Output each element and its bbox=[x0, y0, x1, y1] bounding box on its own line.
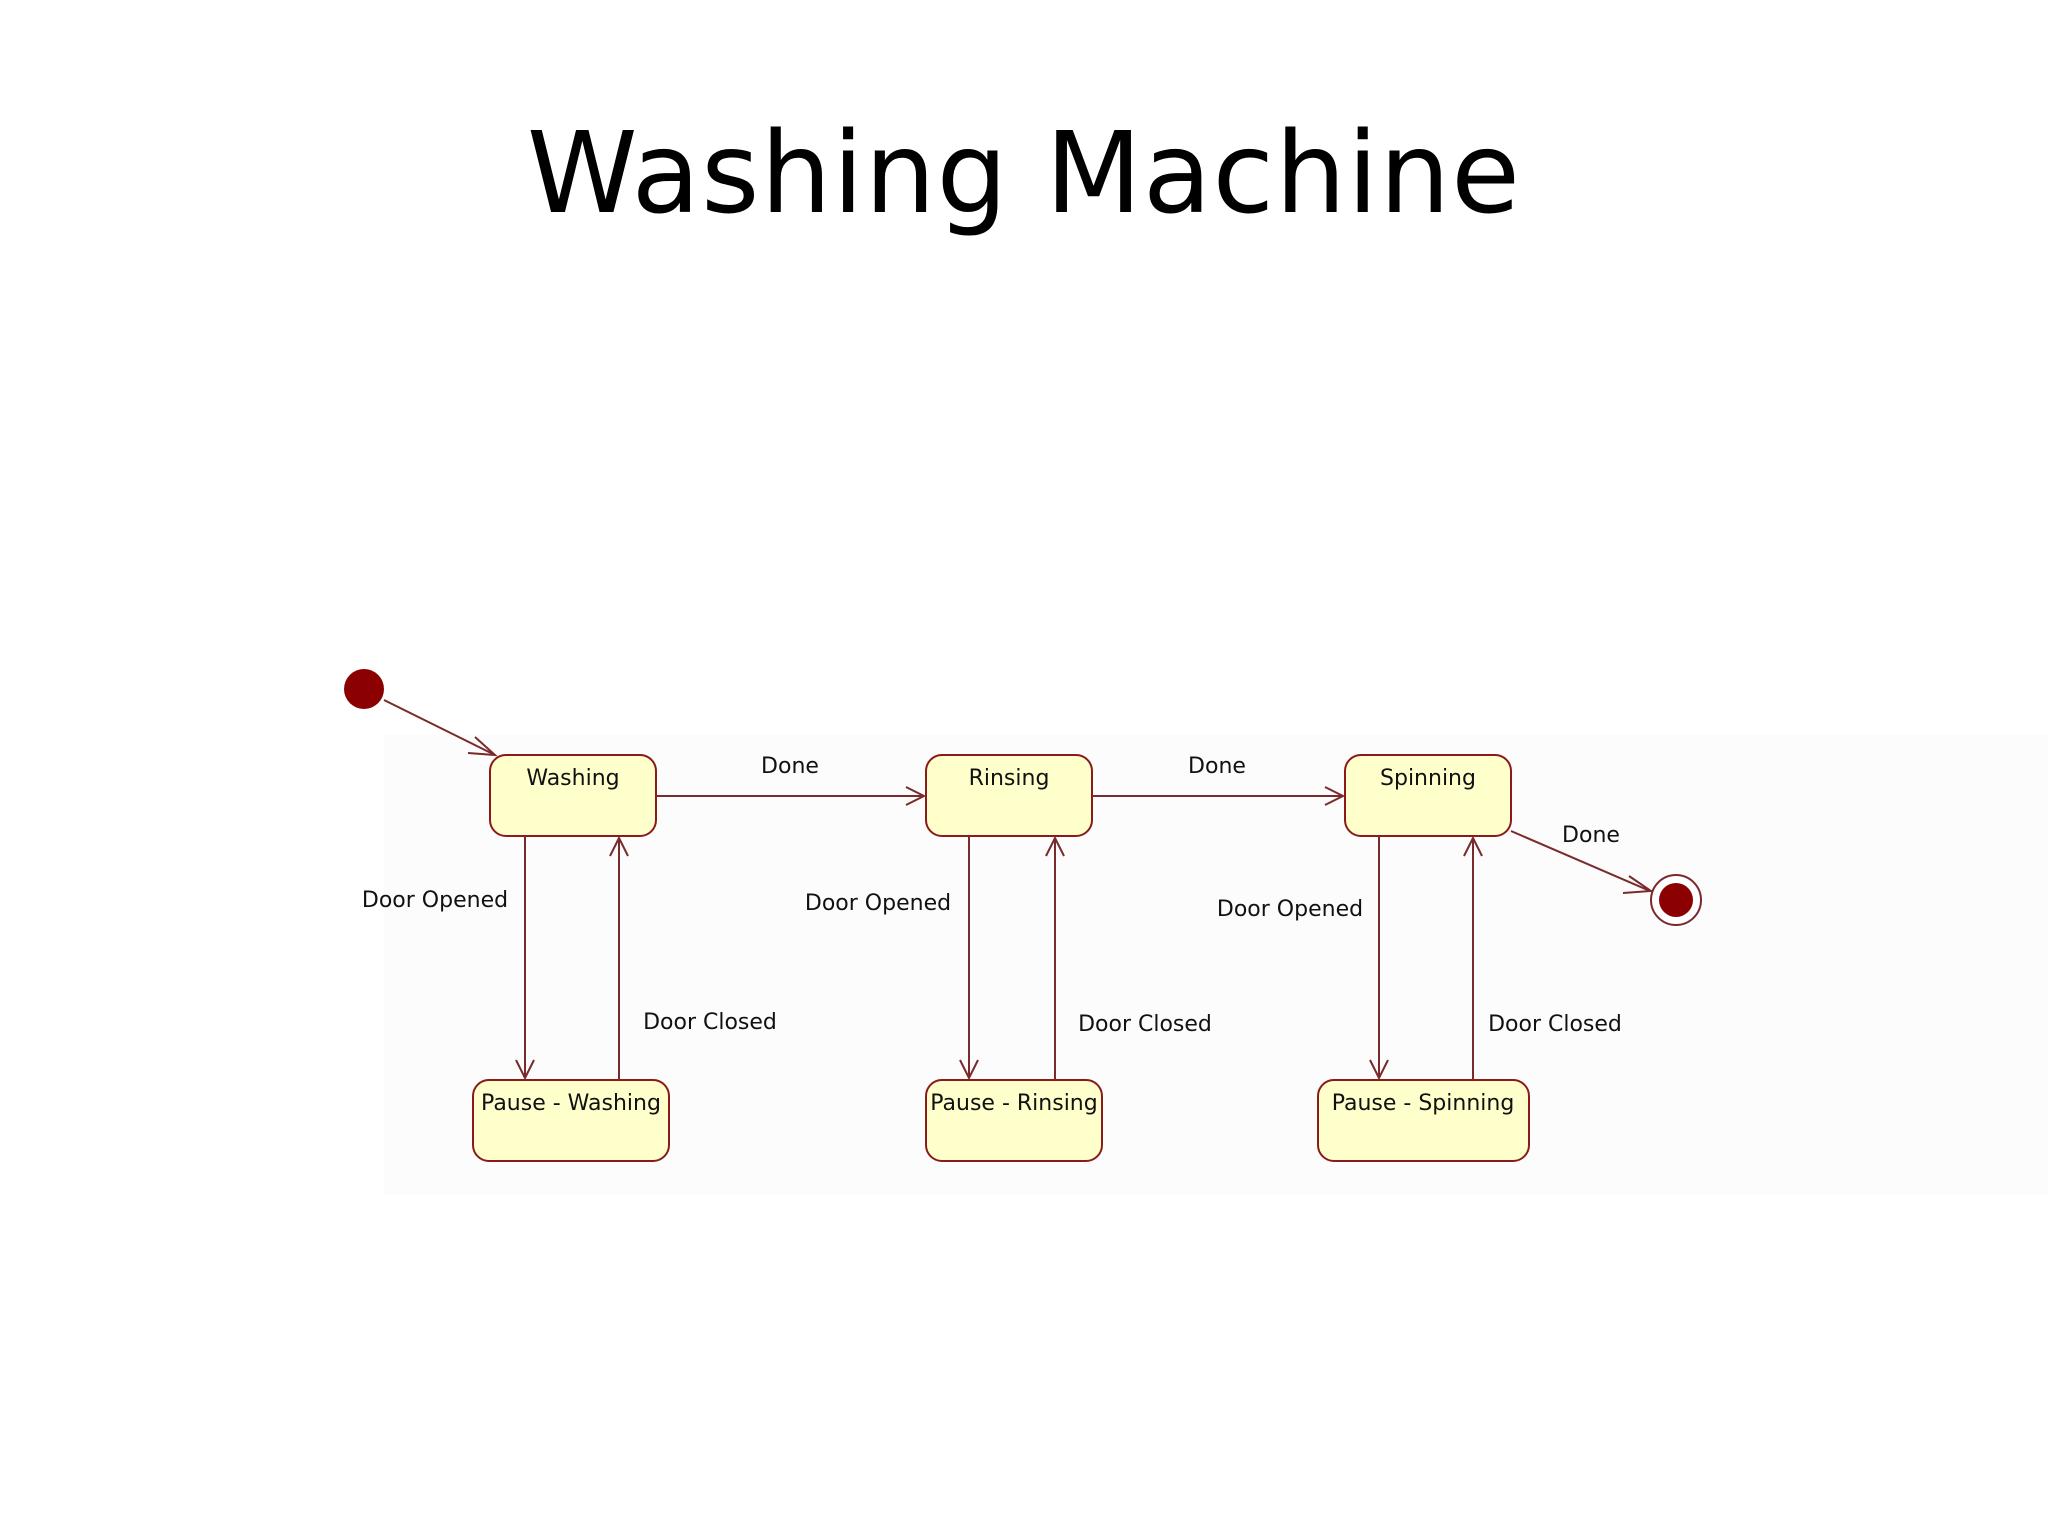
state-washing-label: Washing bbox=[526, 766, 619, 791]
initial-transition-line bbox=[383, 699, 494, 755]
transition-washing-door-opened-arrowhead bbox=[515, 1059, 535, 1081]
transition-spinning-door-opened-label: Door Opened bbox=[1217, 897, 1363, 922]
transition-spinning-final-line bbox=[1510, 830, 1651, 892]
transition-rinsing-door-closed-arrowhead bbox=[1045, 835, 1065, 857]
state-rinsing-label: Rinsing bbox=[969, 766, 1050, 791]
state-pause-rinsing-label: Pause - Rinsing bbox=[930, 1091, 1097, 1116]
transition-spinning-door-closed-arrowhead bbox=[1463, 835, 1483, 857]
transition-rinsing-door-closed-label: Door Closed bbox=[1078, 1012, 1212, 1037]
transition-rinsing-spinning-label: Done bbox=[1188, 754, 1246, 779]
transition-spinning-door-closed-label: Door Closed bbox=[1488, 1012, 1622, 1037]
initial-node bbox=[344, 669, 384, 709]
final-node bbox=[1650, 874, 1702, 926]
transition-washing-door-closed-label: Door Closed bbox=[643, 1010, 777, 1035]
state-spinning-label: Spinning bbox=[1380, 766, 1476, 791]
state-pause-rinsing: Pause - Rinsing bbox=[925, 1079, 1103, 1162]
transition-washing-rinsing-arrowhead bbox=[905, 786, 927, 806]
transition-spinning-final-arrowhead bbox=[1622, 875, 1654, 894]
transition-washing-door-opened-label: Door Opened bbox=[362, 888, 508, 913]
transition-washing-rinsing-label: Done bbox=[761, 754, 819, 779]
state-rinsing: Rinsing bbox=[925, 754, 1093, 837]
transition-rinsing-door-opened-label: Door Opened bbox=[805, 891, 951, 916]
slide-title: Washing Machine bbox=[526, 109, 1522, 239]
transition-spinning-final-label: Done bbox=[1562, 823, 1620, 848]
transition-washing-door-closed-arrowhead bbox=[609, 835, 629, 857]
transition-rinsing-spinning-arrowhead bbox=[1324, 786, 1346, 806]
transition-rinsing-door-opened-arrowhead bbox=[959, 1059, 979, 1081]
initial-transition-arrowhead bbox=[467, 736, 498, 757]
state-washing: Washing bbox=[489, 754, 657, 837]
state-pause-spinning-label: Pause - Spinning bbox=[1332, 1091, 1515, 1116]
state-pause-washing: Pause - Washing bbox=[472, 1079, 670, 1162]
state-pause-spinning: Pause - Spinning bbox=[1317, 1079, 1530, 1162]
transition-spinning-door-opened-arrowhead bbox=[1369, 1059, 1389, 1081]
state-spinning: Spinning bbox=[1344, 754, 1512, 837]
state-pause-washing-label: Pause - Washing bbox=[481, 1091, 661, 1116]
